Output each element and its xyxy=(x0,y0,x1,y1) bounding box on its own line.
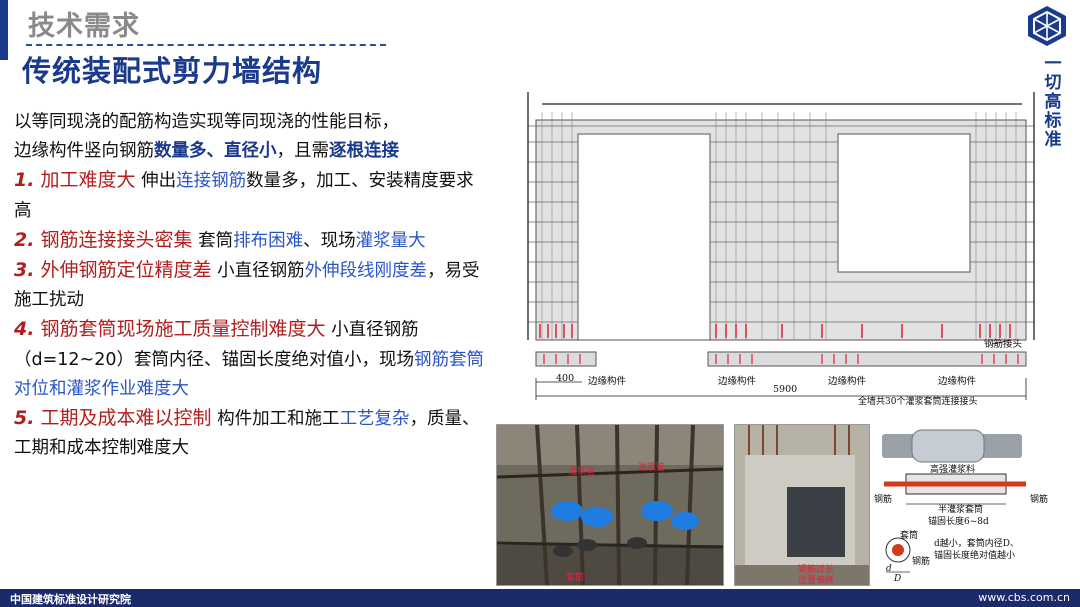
footer-website[interactable]: www.cbs.com.cn xyxy=(978,591,1070,604)
highlight-diameter: 直径小 xyxy=(224,141,277,162)
label-grout-pipe: 灌浆管 xyxy=(568,467,596,477)
detail-rebar-small: 钢筋 xyxy=(912,557,931,567)
item-number: 1. xyxy=(14,169,35,192)
item-desc: 伸出 xyxy=(135,171,177,192)
item-title: 加工难度大 xyxy=(34,169,136,192)
detail-half-sleeve: 半灌浆套筒 xyxy=(938,505,984,515)
item-number: 4. xyxy=(14,318,35,341)
intro-line-2: 边缘构件竖向钢筋数量多、直径小，且需逐根连接 xyxy=(14,137,484,166)
header-accent-bar xyxy=(0,0,8,60)
item-desc: 小直径钢筋 xyxy=(211,261,305,282)
item-desc: 构件加工和施工 xyxy=(211,409,340,430)
item-number: 2. xyxy=(14,228,35,251)
detail-note-2: 锚固长度绝对值越小 xyxy=(934,551,1016,561)
intro-text: 以等同现浇的配筋构造实现等同现浇的性能目标， xyxy=(14,112,399,132)
brand-vertical-slogan: 一切高标准 xyxy=(1044,54,1062,150)
item-desc: 、现场 xyxy=(303,230,356,251)
item-title: 钢筋套筒现场施工质量控制难度大 xyxy=(34,318,326,341)
intro-text: 、 xyxy=(206,141,225,162)
label-sleeve: 套筒 xyxy=(566,573,585,583)
highlight-connection: 逐根连接 xyxy=(329,141,399,162)
item-number: 3. xyxy=(14,259,35,282)
detail-grout-label: 高强灌浆料 xyxy=(930,465,976,475)
detail-anchor-length: 锚固长度6~8d xyxy=(928,517,989,527)
dim-400: 400 xyxy=(556,373,575,384)
item-desc-highlight: 工艺复杂 xyxy=(339,409,410,430)
list-item-4: 4. 钢筋套筒现场施工质量控制难度大 小直径钢筋（d=12~20）套筒内径、锚固… xyxy=(14,315,484,404)
cbs-logo-icon xyxy=(1028,6,1066,46)
item-desc: 小直径钢筋（d=12~20）套筒内径、锚固长度绝对值小，现场 xyxy=(14,320,419,370)
item-desc-highlight: 排布困难 xyxy=(233,230,304,251)
footer-bar xyxy=(0,589,1080,607)
item-desc-highlight: 外伸段线刚度差 xyxy=(304,261,428,282)
precast-wall-photo xyxy=(734,424,870,586)
edge-member-label-4: 边缘构件 xyxy=(938,376,977,387)
section-title: 技术需求 xyxy=(28,11,140,42)
grout-sleeve-detail xyxy=(876,424,1056,589)
intro-line-1: 以等同现浇的配筋构造实现等同现浇的性能目标， xyxy=(14,108,484,137)
dim-5900: 5900 xyxy=(773,384,798,395)
highlight-count: 数量多 xyxy=(154,141,207,162)
item-title: 工期及成本难以控制 xyxy=(34,407,212,430)
item-desc-highlight: 钢筋套筒对位和灌浆作业难度大 xyxy=(14,349,484,399)
detail-rebar-left: 钢筋 xyxy=(874,495,893,505)
intro-text: ，且需 xyxy=(276,141,330,162)
item-desc: ，易受施工扰动 xyxy=(14,261,480,311)
list-item-3: 3. 外伸钢筋定位精度差 小直径钢筋外伸段线刚度差，易受施工扰动 xyxy=(14,256,484,315)
joint-label: 钢筋接头 xyxy=(984,339,1023,350)
detail-D-label: D xyxy=(894,574,902,584)
intro-text: 边缘构件竖向钢筋 xyxy=(14,141,154,162)
body-text: 以等同现浇的配筋构造实现等同现浇的性能目标， 边缘构件竖向钢筋数量多、直径小，且… xyxy=(14,108,484,463)
edge-member-label-1: 边缘构件 xyxy=(588,376,627,387)
item-desc-highlight: 灌浆量大 xyxy=(355,230,426,251)
item-title: 外伸钢筋定位精度差 xyxy=(34,259,212,282)
list-item-2: 2. 钢筋连接接头密集 套筒排布困难、现场灌浆量大 xyxy=(14,226,484,256)
edge-member-label-2: 边缘构件 xyxy=(718,376,757,387)
title-divider xyxy=(26,44,386,46)
list-item-1: 1. 加工难度大 伸出连接钢筋数量多，加工、安装精度要求高 xyxy=(14,166,484,225)
total-joints-caption: 全墙共30个灌浆套筒连接接头 xyxy=(858,397,978,407)
detail-rebar-right: 钢筋 xyxy=(1030,495,1049,505)
list-item-5: 5. 工期及成本难以控制 构件加工和施工工艺复杂，质量、工期和成本控制难度大 xyxy=(14,404,484,463)
detail-note-1: d越小，套筒内径D、 xyxy=(934,539,1019,549)
detail-sleeve: 套筒 xyxy=(900,531,919,541)
edge-member-label-3: 边缘构件 xyxy=(828,376,867,387)
item-title: 钢筋连接接头密集 xyxy=(34,228,193,251)
page-title: 传统装配式剪力墙结构 xyxy=(22,54,323,88)
item-desc: ，质量、工期和成本控制难度大 xyxy=(14,409,480,459)
item-number: 5. xyxy=(14,407,35,430)
label-rebar-too-long: 钢筋过长 xyxy=(798,565,835,575)
site-rebar-photo xyxy=(496,424,724,586)
item-desc-highlight: 连接钢筋 xyxy=(176,171,247,192)
label-overflow-pipe: 溢浆管 xyxy=(638,463,666,473)
detail-d-label: d xyxy=(886,564,892,574)
label-position-offset: 位置偏移 xyxy=(798,576,835,586)
item-desc: 套筒 xyxy=(192,230,234,251)
footer-org-name: 中国建筑标准设计研究院 xyxy=(10,593,131,606)
wall-rebar-drawing xyxy=(527,92,1035,400)
item-desc: 数量多，加工、安装精度要求高 xyxy=(14,171,474,221)
